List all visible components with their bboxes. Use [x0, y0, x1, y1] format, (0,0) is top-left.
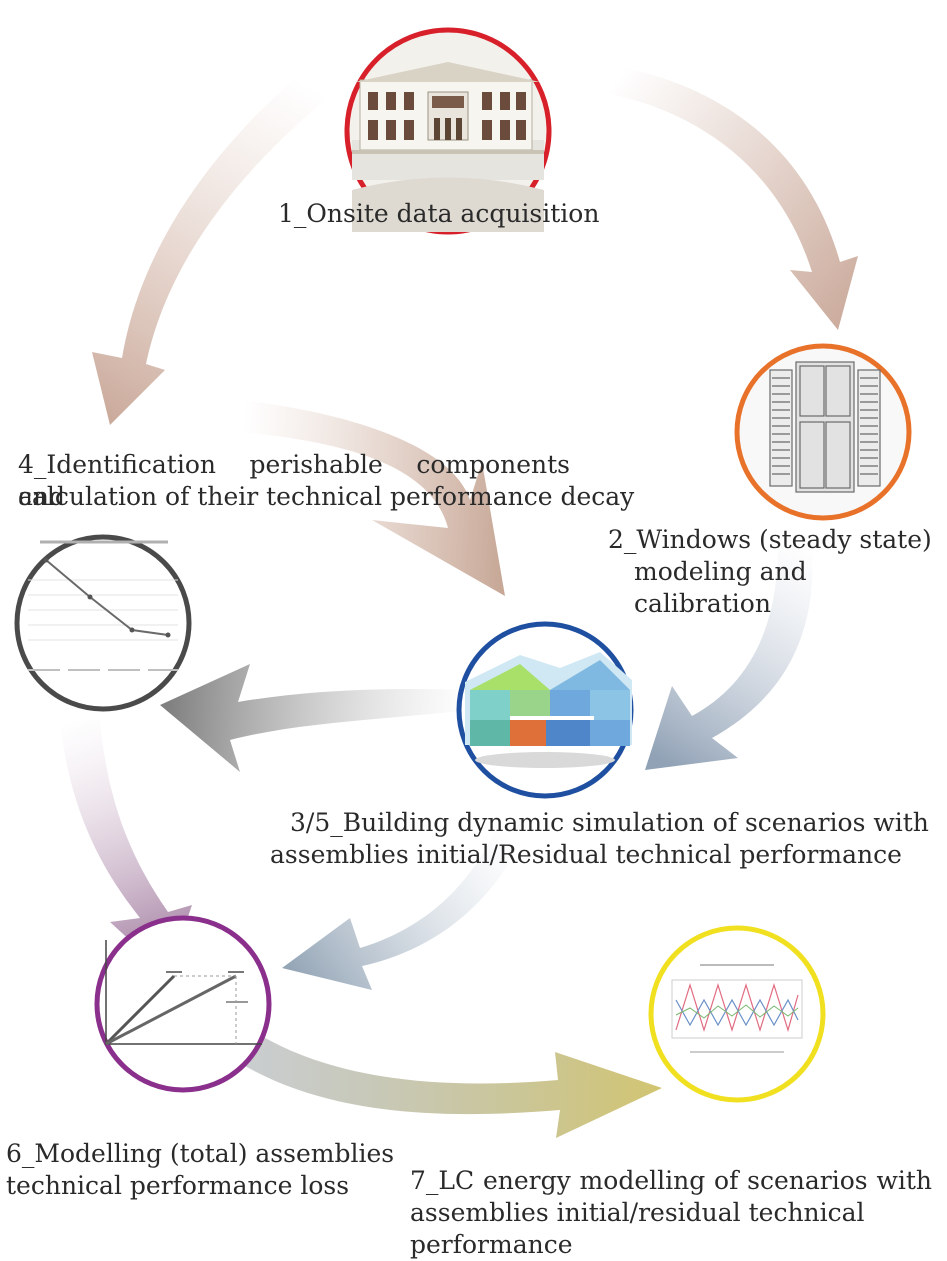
- step35-label-line2: assemblies initial/Residual technical pe…: [270, 840, 902, 869]
- arrow-2-to-3: [645, 545, 813, 770]
- decay-line-chart-icon: [28, 540, 178, 671]
- performance-loss-graph-icon: [104, 940, 262, 1046]
- step4-label-line1: 4_Identification perishable components a…: [18, 450, 570, 511]
- arrow-6-to-7: [232, 1030, 662, 1138]
- arrow-1-to-4: [92, 70, 330, 425]
- step3-circle: [456, 621, 634, 799]
- step7-circle: [648, 925, 826, 1103]
- building-energy-model-icon: [465, 652, 632, 768]
- step6-circle: [94, 915, 272, 1093]
- step7-label-line2: assemblies initial/residual technical pe…: [410, 1198, 865, 1259]
- step2-label-line2: modeling and calibration: [634, 557, 807, 618]
- step1-circle: [344, 27, 552, 235]
- step1-label: 1_Onsite data acquisition: [278, 199, 600, 228]
- arrow-3-to-6: [282, 820, 530, 990]
- step4-label-line2: calculation of their technical performan…: [18, 482, 635, 511]
- step2-label-line1: 2_Windows (steady state): [608, 525, 932, 554]
- step35-label-line1: 3/5_Building dynamic simulation of scena…: [290, 808, 929, 837]
- energy-time-series-chart-icon: [671, 964, 803, 1053]
- arrow-3-to-4: [160, 664, 470, 772]
- arrow-4-to-3: [215, 398, 505, 596]
- arrow-4-to-6: [60, 720, 192, 975]
- building-photo-icon: [352, 62, 544, 232]
- window-shutter-drawing-icon: [769, 361, 881, 493]
- step7-label-line1: 7_LC energy modelling of scenarios with: [410, 1166, 932, 1195]
- arrow-1-to-2: [600, 66, 858, 330]
- step6-label-line1: 6_Modelling (total) assemblies: [6, 1139, 395, 1168]
- step4-circle: [14, 534, 192, 712]
- step6-label-line2: technical performance loss: [6, 1171, 350, 1200]
- step2-circle: [734, 343, 912, 521]
